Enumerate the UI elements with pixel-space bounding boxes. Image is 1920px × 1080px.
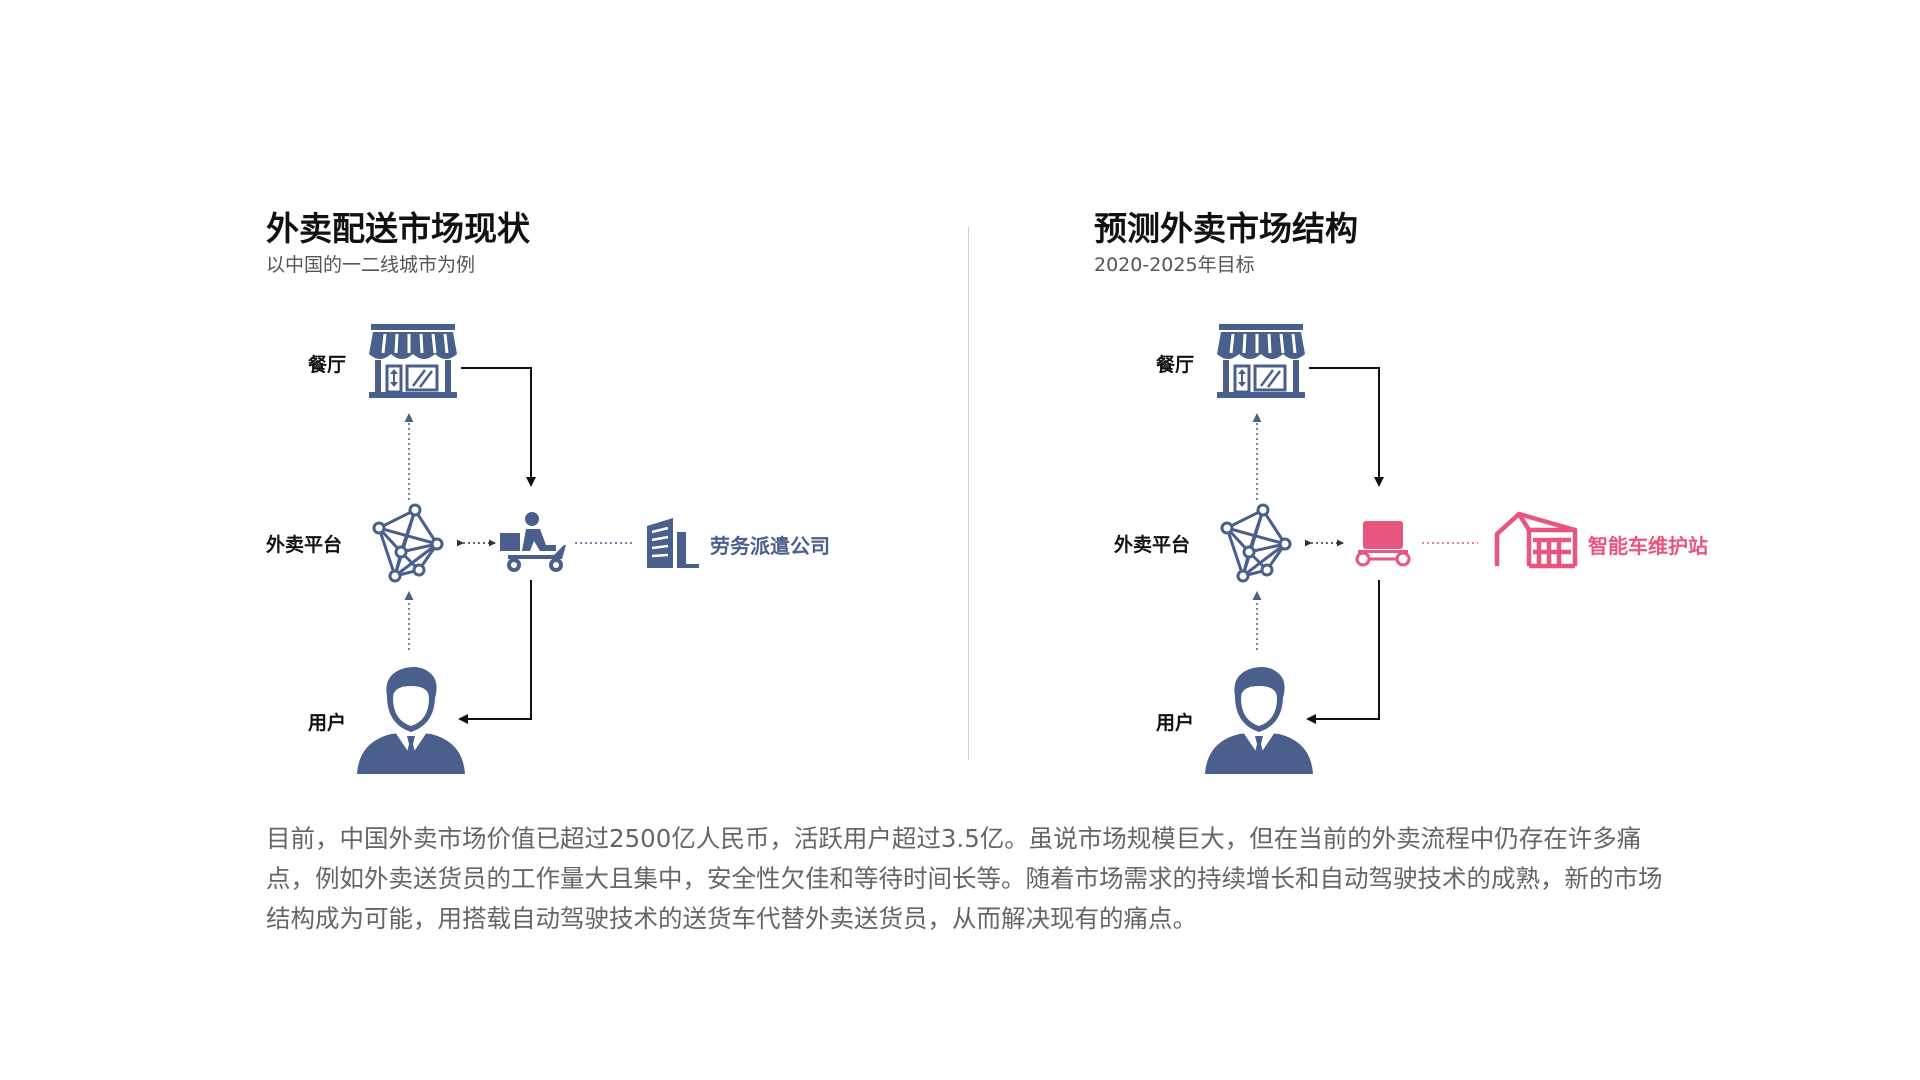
office-building-icon (647, 518, 699, 568)
arrow-restaurant-to-courier (461, 367, 536, 487)
businessman-icon (1205, 667, 1313, 774)
delivery-robot-icon (1355, 521, 1411, 567)
network-icon (1220, 503, 1292, 583)
delivery-scooter-icon (500, 512, 566, 572)
left-panel-subtitle: 以中国的一二线城市为例 (266, 254, 476, 276)
left-diagram (357, 322, 699, 774)
label-maintenance-station: 智能车维护站 (1588, 534, 1708, 558)
storefront-icon (1215, 322, 1307, 400)
description-paragraph: 目前，中国外卖市场价值已超过2500亿人民币，活跃用户超过3.5亿。虽说市场规模… (266, 824, 1663, 933)
right-panel-title: 预测外卖市场结构 (1094, 209, 1358, 248)
arrow-robot-to-user (1306, 580, 1380, 724)
maintenance-station-icon (1494, 511, 1578, 569)
network-icon (372, 503, 444, 583)
arrow-courier-to-user (458, 580, 532, 724)
label-platform: 外卖平台 (266, 534, 343, 556)
panel-divider (968, 227, 969, 760)
label-user: 用户 (308, 712, 347, 734)
label-platform: 外卖平台 (1114, 534, 1191, 556)
left-panel-title: 外卖配送市场现状 (266, 209, 530, 248)
label-restaurant: 餐厅 (308, 354, 347, 376)
right-panel-subtitle: 2020-2025年目标 (1094, 254, 1255, 276)
businessman-icon (357, 667, 465, 774)
arrow-restaurant-to-robot (1309, 367, 1384, 487)
storefront-icon (367, 322, 459, 400)
label-user: 用户 (1156, 712, 1195, 734)
right-diagram (1205, 322, 1578, 774)
label-restaurant: 餐厅 (1156, 354, 1195, 376)
label-labor-agency: 劳务派遣公司 (710, 534, 830, 558)
